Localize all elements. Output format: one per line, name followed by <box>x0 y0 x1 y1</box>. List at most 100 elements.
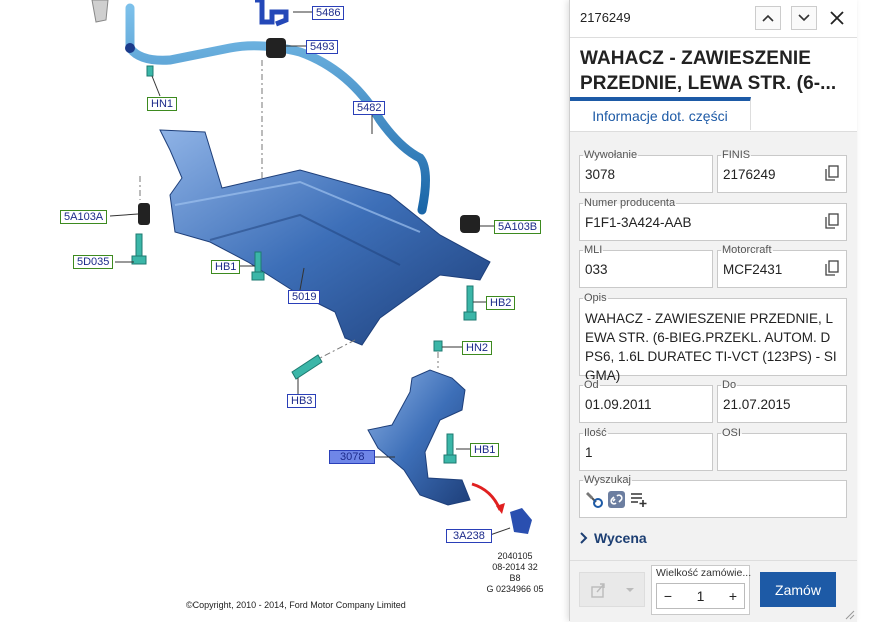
close-icon <box>830 11 844 25</box>
panel-part-id: 2176249 <box>580 10 631 25</box>
search-icons <box>585 490 648 509</box>
field-finis: FINIS 2176249 <box>717 149 847 193</box>
ref-line-4: G 0234966 05 <box>486 584 544 594</box>
bushing-5a103a <box>138 203 150 225</box>
field-mli: MLI 033 <box>579 244 713 288</box>
callout-5a103b[interactable]: 5A103B <box>494 220 542 234</box>
callout-hb3[interactable]: HB3 <box>287 394 317 408</box>
subframe-5019 <box>159 129 491 346</box>
callout-3a238[interactable]: 3A238 <box>446 529 492 543</box>
link-icon[interactable] <box>607 490 626 509</box>
field-label: Wyszukaj <box>583 474 632 487</box>
chevron-down-icon <box>798 14 810 22</box>
ref-line-3: B8 <box>509 573 521 583</box>
quantity-stepper: − 1 + <box>656 583 745 609</box>
ref-line-1: 2040105 <box>497 551 533 561</box>
order-quantity-box: Wielkość zamówie... − 1 + <box>651 565 752 615</box>
quantity-increase-button[interactable]: + <box>728 588 738 604</box>
strut-part <box>91 0 109 23</box>
parts-diagram[interactable]: 5486 5493 HN1 5482 5A103A 5A103B 5D035 H… <box>0 0 570 621</box>
caret-down-icon <box>625 587 634 592</box>
field-value: 3078 <box>585 167 616 182</box>
quantity-value[interactable]: 1 <box>696 588 705 604</box>
copy-icon[interactable] <box>825 260 839 276</box>
chevron-right-icon <box>580 532 588 544</box>
field-date-to: Do 21.07.2015 <box>717 379 847 423</box>
callout-hb2[interactable]: HB2 <box>486 296 516 310</box>
callout-hb1-subframe[interactable]: HB1 <box>211 260 241 274</box>
pricing-toggle[interactable]: Wycena <box>580 530 647 546</box>
share-icon <box>590 582 605 598</box>
order-button[interactable]: Zamów <box>760 572 836 607</box>
field-value: 2176249 <box>723 167 776 182</box>
callout-5493[interactable]: 5493 <box>306 40 339 54</box>
field-manufacturer-number: Numer producenta F1F1-3A424-AAB <box>579 197 847 241</box>
diagram-drawing <box>91 0 532 536</box>
stabilizer-bar <box>125 3 430 215</box>
callout-5486[interactable]: 5486 <box>312 6 345 20</box>
resize-handle-icon[interactable] <box>845 610 855 620</box>
panel-tabs: Informacje dot. części <box>570 97 857 132</box>
parts-search-icon[interactable] <box>585 490 604 509</box>
callout-hn1[interactable]: HN1 <box>147 97 178 111</box>
field-value: 1 <box>585 445 593 460</box>
field-label: Ilość <box>583 427 608 440</box>
diagram-ref-block: 2040105 08-2014 32 B8 G 0234966 05 <box>485 551 545 595</box>
share-button[interactable] <box>579 572 645 607</box>
callout-5482[interactable]: 5482 <box>353 101 386 115</box>
add-note-icon[interactable] <box>629 490 648 509</box>
field-label: Wywołanie <box>583 149 639 162</box>
field-label: Numer producenta <box>583 197 677 210</box>
callout-3078-selected[interactable]: 3078 <box>329 450 376 464</box>
field-value: 01.09.2011 <box>585 397 652 412</box>
next-part-button[interactable] <box>791 6 817 30</box>
field-search: Wyszukaj <box>579 474 847 518</box>
field-description: Opis WAHACZ - ZAWIESZENIE PRZEDNIE, LEWA… <box>579 292 847 383</box>
field-osi: OSI <box>717 427 847 471</box>
bar-link <box>255 0 289 27</box>
ball-joint-3a238 <box>510 508 532 534</box>
field-label: FINIS <box>721 149 752 162</box>
pricing-label: Wycena <box>594 530 647 546</box>
field-quantity: Ilość 1 <box>579 427 713 471</box>
field-label: Motorcraft <box>721 244 773 257</box>
panel-footer: Wielkość zamówie... − 1 + Zamów <box>570 560 857 622</box>
field-value: F1F1-3A424-AAB <box>585 215 692 230</box>
part-detail-panel: 2176249 WAHACZ - ZAWIESZENIE PRZEDNIE, L… <box>569 0 857 622</box>
bushing-5a103b <box>460 215 480 233</box>
copy-icon[interactable] <box>825 213 839 229</box>
chevron-up-icon <box>762 14 774 22</box>
copy-icon[interactable] <box>825 165 839 181</box>
field-wywolanie: Wywołanie 3078 <box>579 149 713 193</box>
control-arm-3078 <box>367 369 471 506</box>
field-value: WAHACZ - ZAWIESZENIE PRZEDNIE, LEWA STR.… <box>585 311 837 383</box>
close-panel-button[interactable] <box>825 6 849 30</box>
copyright-text: ©Copyright, 2010 - 2014, Ford Motor Comp… <box>186 600 406 610</box>
ref-line-2: 08-2014 32 <box>492 562 538 572</box>
field-label: Do <box>721 379 738 392</box>
field-motorcraft: Motorcraft MCF2431 <box>717 244 847 288</box>
field-value: MCF2431 <box>723 262 783 277</box>
field-label: Opis <box>583 292 608 305</box>
arrow-red <box>471 482 502 511</box>
bar-link-end <box>125 43 135 53</box>
part-title: WAHACZ - ZAWIESZENIE PRZEDNIE, LEWA STR.… <box>580 48 837 94</box>
callout-5019[interactable]: 5019 <box>288 290 321 304</box>
callout-hb1-arm[interactable]: HB1 <box>470 443 500 457</box>
field-label: MLI <box>583 244 604 257</box>
field-value: 033 <box>585 262 608 277</box>
callout-5d035[interactable]: 5D035 <box>73 255 114 269</box>
field-value: 21.07.2015 <box>723 397 791 412</box>
tab-part-info[interactable]: Informacje dot. części <box>570 97 751 130</box>
callout-hn2[interactable]: HN2 <box>462 341 493 355</box>
panel-header: 2176249 <box>570 0 857 38</box>
callout-5a103a[interactable]: 5A103A <box>60 210 108 224</box>
panel-title-block: WAHACZ - ZAWIESZENIE PRZEDNIE, LEWA STR.… <box>570 38 857 97</box>
quantity-decrease-button[interactable]: − <box>663 588 673 604</box>
field-label: OSI <box>721 427 742 440</box>
bushing-5493 <box>266 38 286 58</box>
previous-part-button[interactable] <box>755 6 781 30</box>
field-label: Od <box>583 379 600 392</box>
field-date-from: Od 01.09.2011 <box>579 379 713 423</box>
order-quantity-label: Wielkość zamówie... <box>656 567 752 579</box>
